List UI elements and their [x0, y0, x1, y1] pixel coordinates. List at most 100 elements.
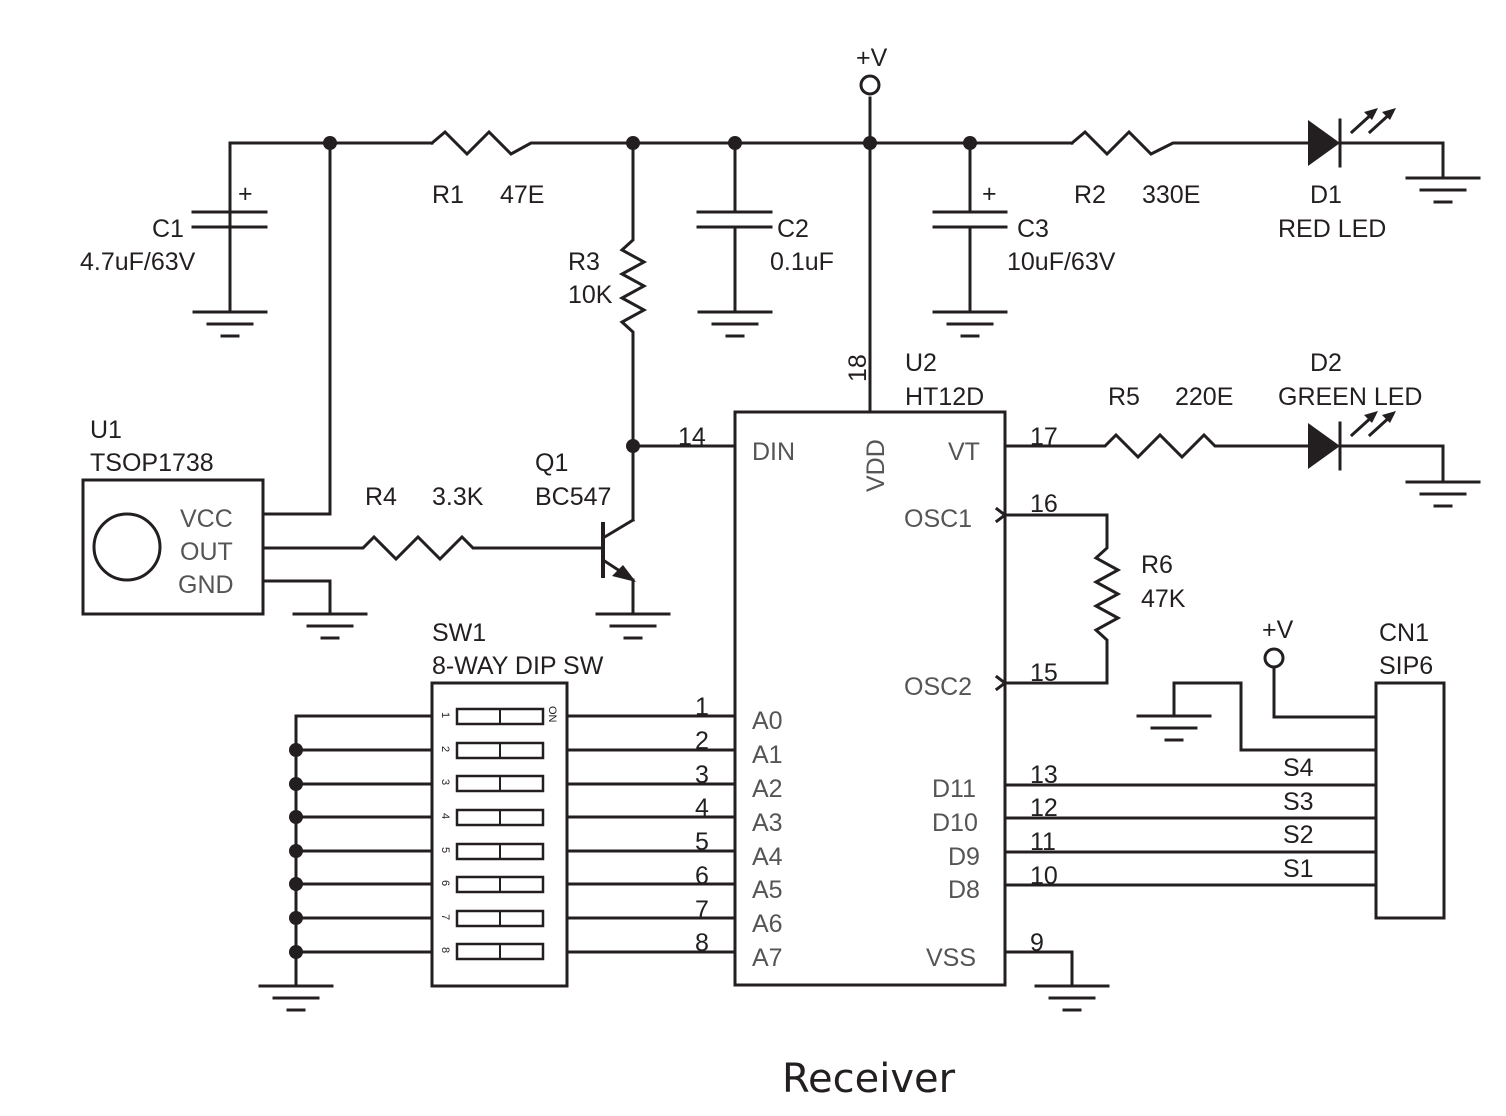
signal-s4: S4 — [1283, 754, 1314, 782]
pin-d8: D8 — [948, 876, 980, 904]
capacitor-c2: C2 0.1uF — [696, 141, 834, 338]
sw1-ref: SW1 — [432, 619, 486, 647]
capacitor-c3: + C3 10uF/63V — [932, 141, 1116, 338]
cn1-value: SIP6 — [1379, 652, 1433, 680]
dip-position-2: 2 — [439, 746, 451, 752]
resistor-r3: R3 10K — [568, 141, 648, 455]
connector-cn1: CN1 SIP6 +V — [1136, 616, 1446, 920]
pin-a7: A7 — [752, 944, 783, 972]
signal-s2: S2 — [1283, 821, 1314, 849]
r3-ref: R3 — [568, 248, 600, 276]
ground-icon — [697, 310, 773, 338]
dip-switch-sw1: SW1 8-WAY DIP SW ON 1 2 3 4 5 6 7 8 — [258, 619, 737, 1012]
r1-ref: R1 — [432, 181, 464, 209]
u2-value: HT12D — [905, 383, 984, 411]
r2-ref: R2 — [1074, 181, 1106, 209]
r2-value: 330E — [1142, 181, 1200, 209]
c3-polarity: + — [982, 180, 997, 208]
resistor-r5: R5 220E — [1003, 383, 1310, 460]
pin-vss: VSS — [926, 944, 976, 972]
r3-value: 10K — [568, 281, 613, 309]
pin-number: 1 — [695, 693, 709, 721]
junction-dot — [289, 777, 303, 791]
pin-a1: A1 — [752, 741, 783, 769]
dip-common-wires — [258, 714, 434, 1012]
q1-value: BC547 — [535, 483, 611, 511]
r5-value: 220E — [1175, 383, 1233, 411]
d2-ref: D2 — [1310, 349, 1342, 377]
vplus-terminal — [859, 74, 881, 96]
ir-receiver-u1: VCC OUT GND U1 TSOP1738 — [81, 141, 368, 640]
cn1-vplus-label: +V — [1262, 616, 1294, 644]
dip-toggles — [455, 707, 545, 961]
junction-dot — [289, 877, 303, 891]
pin-14-number: 14 — [678, 423, 706, 451]
u1-pin-out: OUT — [180, 538, 233, 566]
pin-a2: A2 — [752, 775, 783, 803]
d2-value: GREEN LED — [1278, 383, 1422, 411]
pin-a0: A0 — [752, 707, 783, 735]
pin-9-number: 9 — [1030, 929, 1044, 957]
c1-ref: C1 — [152, 215, 184, 243]
sw1-value: 8-WAY DIP SW — [432, 652, 604, 680]
junction-dot — [289, 743, 303, 757]
u1-value: TSOP1738 — [90, 449, 214, 477]
decoder-u2: U2 HT12D 18 VDD DIN 14 A0 A1 A2 A3 A4 A5… — [678, 349, 1058, 987]
u2-ref: U2 — [905, 349, 937, 377]
dip-position-numbers: 1 2 3 4 5 6 7 8 — [439, 712, 451, 953]
u1-pin-gnd: GND — [178, 571, 234, 599]
c2-value: 0.1uF — [770, 248, 834, 276]
r4-ref: R4 — [365, 483, 397, 511]
sensor-lens-icon — [92, 512, 162, 582]
vdd-pin-number: 18 — [844, 354, 872, 382]
vss-wire — [1003, 950, 1074, 986]
ground-icon — [932, 310, 1008, 338]
junction-dot — [863, 136, 877, 150]
ground-icon — [258, 984, 334, 1012]
dip-position-8: 8 — [439, 947, 451, 953]
vplus-terminal — [1263, 647, 1285, 669]
d1-value: RED LED — [1278, 215, 1386, 243]
dip-on-label: ON — [546, 706, 558, 723]
c1-polarity: + — [238, 180, 253, 208]
pin-a5: A5 — [752, 876, 783, 904]
signal-s1: S1 — [1283, 855, 1314, 883]
ground-icon — [1034, 984, 1110, 1012]
dip-position-3: 3 — [439, 779, 451, 785]
transistor-q1: Q1 BC547 — [535, 449, 671, 640]
pin-number: 6 — [695, 862, 709, 890]
dip-position-7: 7 — [439, 914, 451, 920]
junction-dot — [289, 911, 303, 925]
light-emission-icon — [1349, 108, 1396, 135]
pin-number: 5 — [695, 828, 709, 856]
dip-position-5: 5 — [439, 847, 451, 853]
dip-position-4: 4 — [439, 813, 451, 819]
pin-osc1: OSC1 — [904, 505, 972, 533]
resistor-r6: R6 47K — [994, 506, 1186, 692]
c3-ref: C3 — [1017, 215, 1049, 243]
c2-ref: C2 — [777, 215, 809, 243]
vplus-label: +V — [856, 44, 888, 72]
junction-dot — [289, 844, 303, 858]
resistor-r2: R2 330E — [1069, 129, 1310, 209]
pin-d11: D11 — [932, 775, 976, 803]
junction-dot — [289, 945, 303, 959]
pin-number: 3 — [695, 761, 709, 789]
led-d1: D1 RED LED — [1278, 108, 1481, 243]
pin-a4: A4 — [752, 843, 783, 871]
dip-position-1: 1 — [439, 712, 451, 718]
r6-value: 47K — [1141, 585, 1186, 613]
c1-value: 4.7uF/63V — [80, 248, 196, 276]
ground-icon — [595, 612, 671, 640]
diagram-caption: Receiver — [782, 1056, 956, 1102]
r1-value: 47E — [500, 181, 544, 209]
pin-a6: A6 — [752, 910, 783, 938]
pin-number: 8 — [695, 929, 709, 957]
d1-ref: D1 — [1310, 181, 1342, 209]
cn1-ref: CN1 — [1379, 619, 1429, 647]
pin-vt: VT — [948, 438, 980, 466]
address-pins: A0 A1 A2 A3 A4 A5 A6 A7 1 2 3 4 5 6 7 8 — [695, 693, 783, 972]
junction-dot — [289, 810, 303, 824]
